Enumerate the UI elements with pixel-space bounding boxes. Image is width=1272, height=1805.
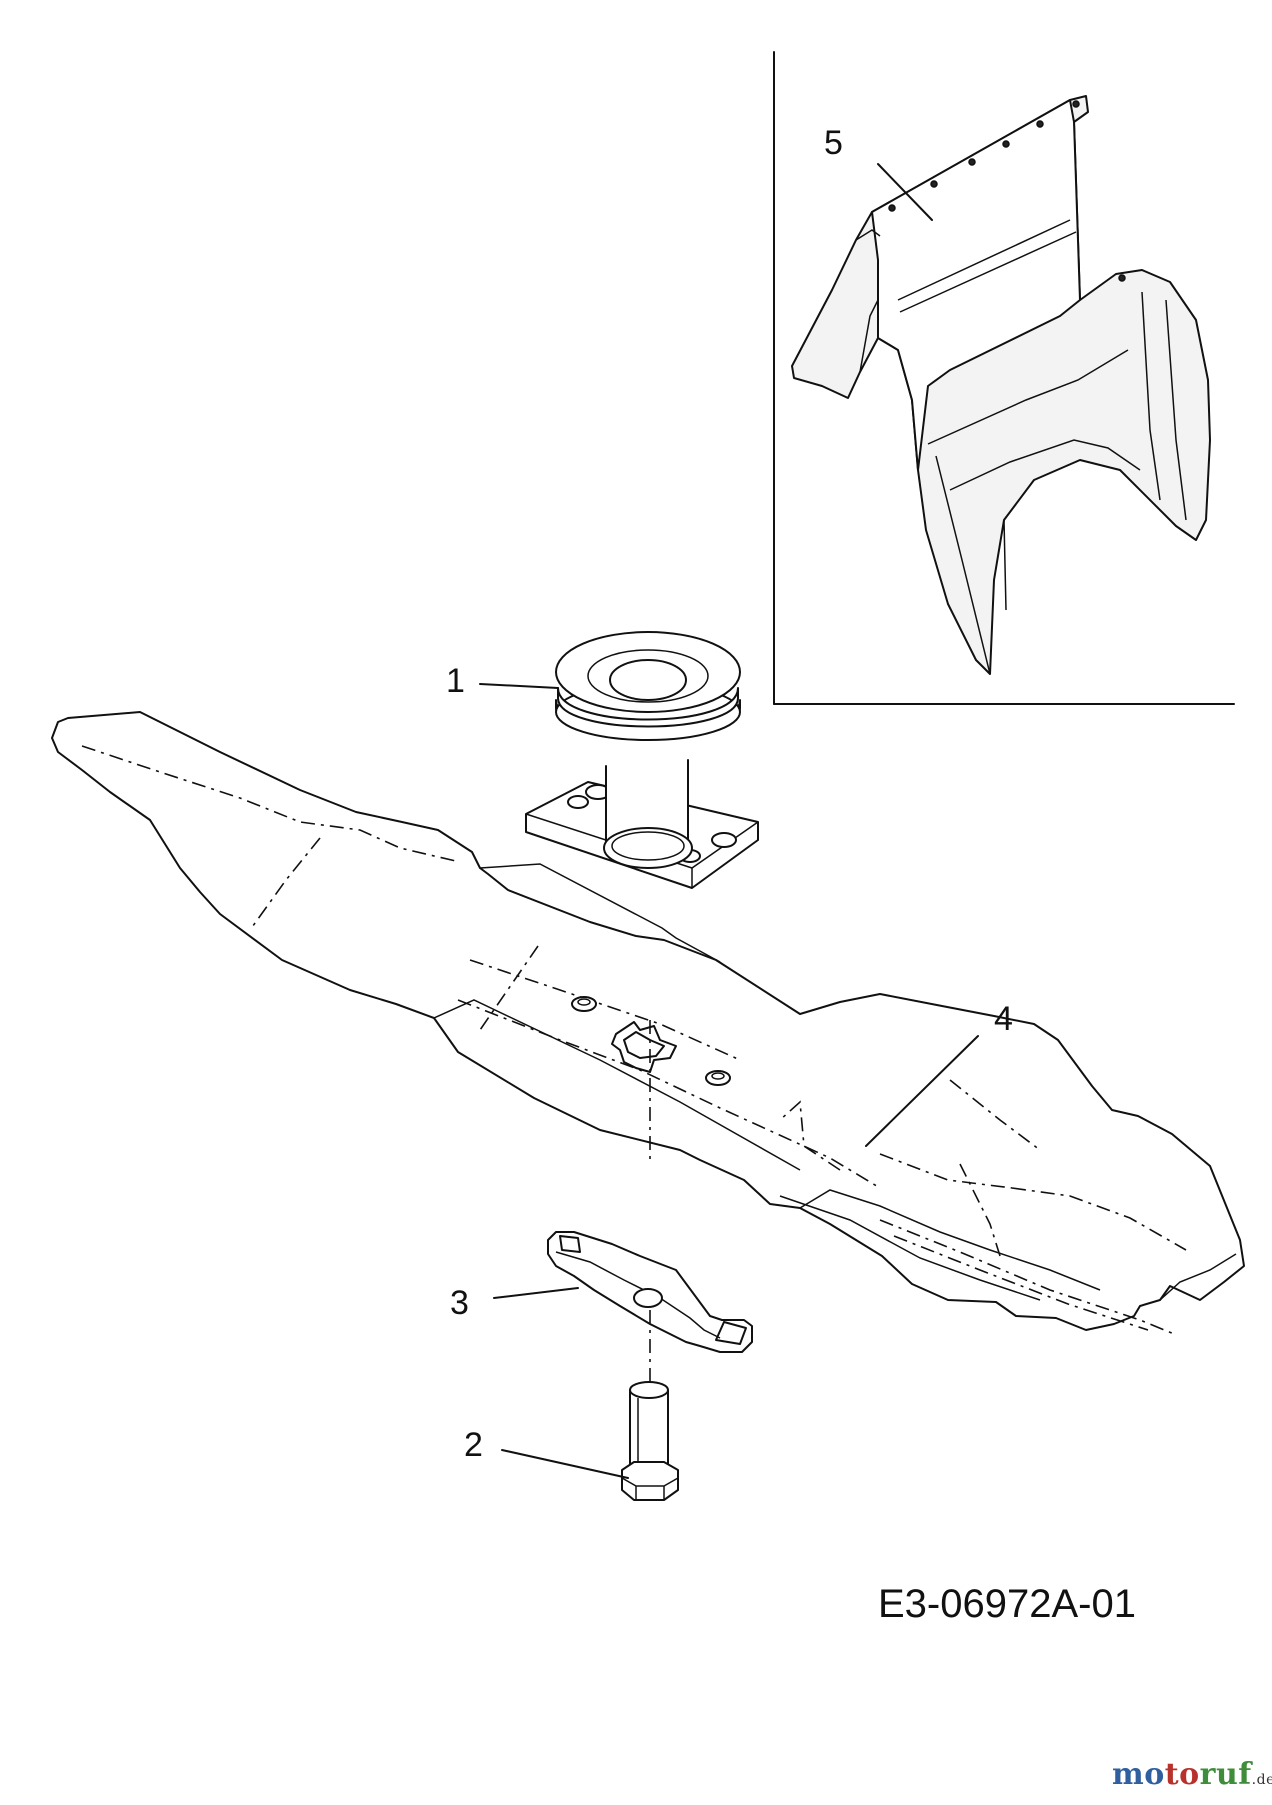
inset-frame <box>773 51 1235 705</box>
watermark-part-3: ruf <box>1199 1757 1252 1792</box>
part-1-pulley <box>525 631 759 889</box>
leader-line-1 <box>479 683 559 689</box>
watermark-part-2: to <box>1164 1757 1200 1792</box>
watermark-suffix: .de <box>1251 1772 1272 1788</box>
watermark-part-1: mo <box>1112 1757 1165 1792</box>
callout-part-2: 2 <box>464 1426 483 1464</box>
part-4-blade <box>51 711 1245 1335</box>
part-2-bolt <box>621 1381 679 1501</box>
drawing-id: E3-06972A-01 <box>878 1582 1136 1626</box>
part-5-deflector <box>791 95 1211 675</box>
leader-line-2 <box>501 1449 629 1479</box>
leader-line-4 <box>865 1035 979 1147</box>
part-3-adapter <box>547 1231 753 1390</box>
leader-lines <box>479 163 979 1479</box>
watermark-logo: motoruf.de <box>1112 1760 1272 1790</box>
callout-part-5: 5 <box>824 124 843 162</box>
callout-part-3: 3 <box>450 1284 469 1322</box>
leader-line-3 <box>493 1287 579 1299</box>
callout-part-1: 1 <box>446 662 465 700</box>
callout-part-4: 4 <box>994 1000 1013 1038</box>
leader-line-5 <box>877 163 933 221</box>
